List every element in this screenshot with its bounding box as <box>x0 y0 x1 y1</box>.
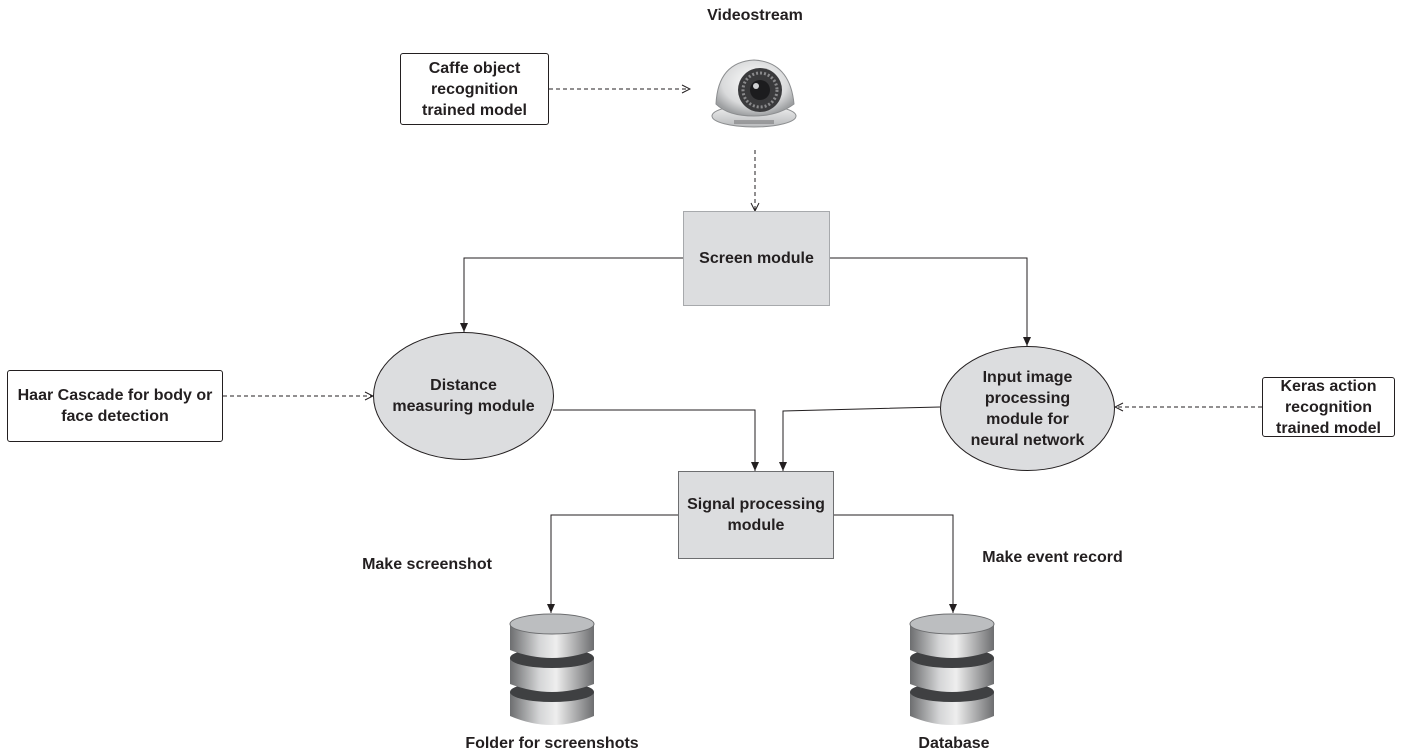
caffe-model-label: Caffe object recognition trained model <box>422 59 527 119</box>
arrow-screen-to-input-image <box>830 257 1031 346</box>
caffe-model-box: Caffe object recognition trained model <box>400 53 549 125</box>
haar-cascade-label: Haar Cascade for body or face detection <box>17 387 213 425</box>
camera-icon <box>711 59 797 128</box>
videostream-label: Videostream <box>707 7 803 24</box>
arrow-input-image-to-signal <box>779 406 941 471</box>
haar-cascade-box: Haar Cascade for body or face detection <box>7 370 223 442</box>
keras-model-label: Keras action recognition trained model <box>1276 377 1381 437</box>
screen-module-label: Screen module <box>699 250 814 267</box>
arrow-screen-to-distance <box>460 257 683 332</box>
distance-module-label: Distance measuring module <box>392 377 535 415</box>
keras-model-box: Keras action recognition trained model <box>1262 377 1395 437</box>
arrow-signal-to-database <box>834 514 957 613</box>
input-image-module-label: Input image processing module for neural… <box>970 368 1085 449</box>
database-icon <box>909 613 995 725</box>
screen-module: Screen module <box>683 211 830 306</box>
make-event-record-label: Make event record <box>982 549 1123 566</box>
database-icon <box>509 613 595 725</box>
signal-module: Signal processing module <box>678 471 834 559</box>
folder-label: Folder for screenshots <box>465 735 639 752</box>
signal-module-label: Signal processing module <box>687 496 825 534</box>
distance-module: Distance measuring module <box>373 332 554 460</box>
make-screenshot-label: Make screenshot <box>362 556 492 573</box>
arrow-distance-to-signal <box>553 409 759 471</box>
database-label: Database <box>918 735 990 752</box>
arrow-signal-to-folder <box>547 514 678 613</box>
input-image-module: Input image processing module for neural… <box>940 346 1115 471</box>
